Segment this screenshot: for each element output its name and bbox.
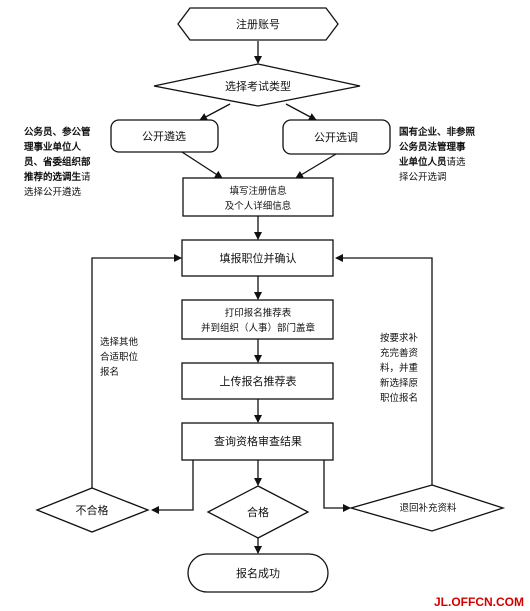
fill-position-shape	[181, 239, 334, 277]
fill-position-label: 填报职位并确认	[220, 251, 297, 265]
note-left-line3: 员、省委组织部	[24, 156, 91, 168]
node-fill-info: 填写注册信息 及个人详细信息	[182, 177, 334, 217]
arrow-selection-to-fill	[181, 151, 223, 179]
note-right-line3-bold: 业单位人员	[399, 156, 447, 168]
query-shape	[181, 422, 334, 461]
fill-info-line1: 填写注册信息	[229, 185, 286, 197]
node-register: 注册账号	[177, 7, 339, 41]
note-right-line1: 国有企业、非参照	[399, 126, 476, 138]
note-return-line1: 按要求补	[380, 332, 419, 344]
select-type-shape	[153, 63, 361, 107]
node-open-transfer: 公开选调	[282, 119, 391, 155]
fill-info-shape	[182, 177, 334, 217]
upload-label: 上传报名推荐表	[220, 374, 297, 388]
note-fail-line1: 选择其他	[100, 336, 139, 348]
fail-label: 不合格	[76, 503, 109, 517]
node-print-form: 打印报名推荐表 并到组织（人事）部门盖章	[181, 299, 334, 340]
connectors	[91, 41, 433, 554]
success-label: 报名成功	[236, 566, 280, 580]
note-right-line4: 择公开选调	[399, 171, 447, 183]
note-right-line2: 公务员法管理事	[399, 141, 466, 153]
return-label: 退回补充资料	[399, 502, 457, 514]
arrow-fail-loop-back	[91, 254, 182, 488]
arrow-query-to-return	[323, 460, 351, 512]
note-return-loop: 按要求补 充完善资 料，并重 新选择原 职位报名	[380, 332, 419, 404]
note-fail-loop: 选择其他 合适职位 报名	[100, 336, 139, 378]
note-fail-line2: 合适职位	[100, 351, 139, 363]
print-line1: 打印报名推荐表	[225, 307, 292, 319]
register-label: 注册账号	[236, 17, 280, 31]
note-fail-line3: 报名	[100, 366, 119, 378]
arrow-type-to-selection	[199, 103, 231, 121]
note-left-line4: 推荐的选调生请	[24, 171, 91, 183]
note-left-line1: 公务员、参公管	[24, 126, 91, 138]
node-fail: 不合格	[35, 487, 150, 533]
arrow-query-to-fail	[151, 460, 194, 514]
arrow-return-loop-back	[335, 254, 433, 485]
note-return-line3: 料，并重	[380, 362, 419, 374]
note-right-line3-tail: 请选	[447, 156, 467, 168]
fill-info-line2: 及个人详细信息	[225, 200, 292, 212]
open-selection-shape	[110, 119, 219, 153]
note-right: 国有企业、非参照 公务员法管理事 业单位人员请选 择公开选调	[399, 126, 476, 183]
note-return-line5: 职位报名	[380, 392, 418, 404]
upload-shape	[181, 362, 334, 400]
query-label: 查询资格审查结果	[214, 434, 302, 448]
select-type-label: 选择考试类型	[225, 79, 291, 93]
success-shape	[187, 553, 329, 593]
fail-shape	[35, 487, 150, 533]
open-transfer-shape	[282, 119, 391, 155]
pass-shape	[206, 485, 310, 539]
note-left-line5: 选择公开遴选	[24, 186, 82, 198]
arrow-type-to-transfer	[285, 103, 317, 121]
node-select-type: 选择考试类型	[153, 63, 361, 107]
node-return: 退回补充资料	[348, 484, 506, 532]
node-fill-position: 填报职位并确认	[181, 239, 334, 277]
print-form-shape	[181, 299, 334, 340]
watermark: JL.OFFCN.COM	[434, 595, 524, 609]
note-return-line2: 充完善资	[380, 347, 419, 359]
return-shape	[348, 484, 506, 532]
register-shape	[177, 7, 339, 41]
note-return-line4: 新选择原	[380, 377, 418, 389]
note-left: 公务员、参公管 理事业单位人 员、省委组织部 推荐的选调生请 选择公开遴选	[24, 126, 91, 198]
note-left-line2: 理事业单位人	[24, 141, 82, 153]
print-line2: 并到组织（人事）部门盖章	[201, 322, 316, 334]
note-left-line4-bold: 推荐的选调生	[24, 171, 82, 183]
node-success: 报名成功	[187, 553, 329, 593]
open-transfer-label: 公开选调	[314, 131, 358, 144]
arrow-transfer-to-fill	[295, 153, 337, 179]
note-left-line4-tail: 请	[81, 171, 91, 183]
node-query: 查询资格审查结果	[181, 422, 334, 461]
note-right-line3: 业单位人员请选	[399, 156, 466, 168]
node-open-selection: 公开遴选	[110, 119, 219, 153]
node-pass: 合格	[206, 485, 310, 539]
pass-label: 合格	[247, 505, 269, 519]
open-selection-label: 公开遴选	[142, 130, 186, 143]
node-upload: 上传报名推荐表	[181, 362, 334, 400]
